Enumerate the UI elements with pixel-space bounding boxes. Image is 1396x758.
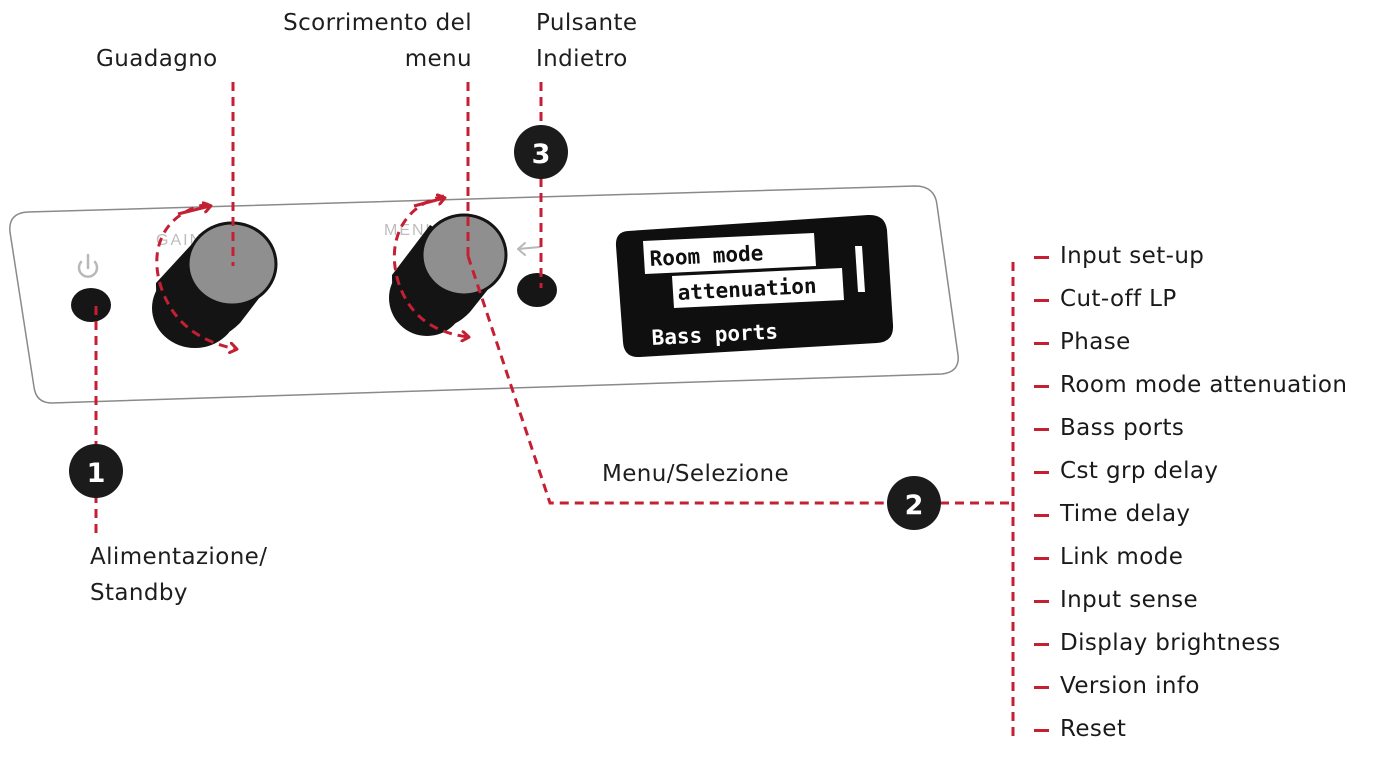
menu-item-link-mode: Link mode [1034,543,1347,586]
menu-item-bullet [1034,643,1049,646]
gain-label: Guadagno [96,46,218,72]
menu-item-bullet [1034,514,1049,517]
menu-item-display-brightness: Display brightness [1034,629,1347,672]
back-button-label-line2: Indietro [536,46,628,72]
power-label-line1: Alimentazione/ [90,544,268,570]
menu-item-bullet [1034,299,1049,302]
menu-item-bullet [1034,729,1049,732]
svg-text:3: 3 [532,139,551,170]
display-scrollbar [855,246,865,292]
menu-item-bullet [1034,428,1049,431]
menu-item-room-mode-attenuation: Room mode attenuation [1034,371,1347,414]
menu-item-bullet [1034,342,1049,345]
badge-3: 3 [514,125,568,179]
power-standby-button[interactable] [71,253,111,322]
menu-select-label: Menu/Selezione [602,461,790,487]
speaker-back-panel-diagram: GAIN MENU Room mode attenuation Bass por… [9,82,1015,742]
menu-item-input-sense: Input sense [1034,586,1347,629]
svg-text:2: 2 [905,490,924,521]
power-label-line2: Standby [90,580,188,606]
menu-select-leader [466,255,888,505]
back-button[interactable] [517,242,557,307]
gain-rotation-arrow [155,202,236,349]
gain-engraving: GAIN [156,232,203,249]
svg-text:1: 1 [87,458,106,489]
display-line-1: Room mode [649,241,764,271]
menu-scroll-label-line2: menu [404,46,472,72]
back-button-label-line1: Pulsante [536,10,638,36]
menu-items-list: Input set-up Cut-off LP Phase Room mode … [1034,242,1347,758]
menu-item-input-setup: Input set-up [1034,242,1347,285]
leader-lines [94,82,1015,742]
menu-select-knob[interactable]: MENU [384,194,508,337]
menu-item-version-info: Version info [1034,672,1347,715]
back-arrow-icon [517,242,541,256]
menu-item-phase: Phase [1034,328,1347,371]
menu-item-bullet [1034,557,1049,560]
menu-item-bass-ports: Bass ports [1034,414,1347,457]
menu-rotation-arrow [392,194,468,337]
menu-item-cutoff-lp: Cut-off LP [1034,285,1347,328]
menu-item-bullet [1034,471,1049,474]
menu-item-bullet [1034,686,1049,689]
menu-item-bullet [1034,385,1049,388]
badge-1: 1 [69,444,123,498]
menu-item-reset: Reset [1034,715,1347,758]
menu-item-bullet [1034,600,1049,603]
menu-item-cst-grp-delay: Cst grp delay [1034,457,1347,500]
badge-2: 2 [887,476,941,530]
power-icon [77,253,99,278]
menu-item-time-delay: Time delay [1034,500,1347,543]
oled-display: Room mode attenuation Bass ports [615,214,894,358]
menu-item-bullet [1034,256,1049,259]
menu-scroll-label-line1: Scorrimento del [283,10,472,36]
